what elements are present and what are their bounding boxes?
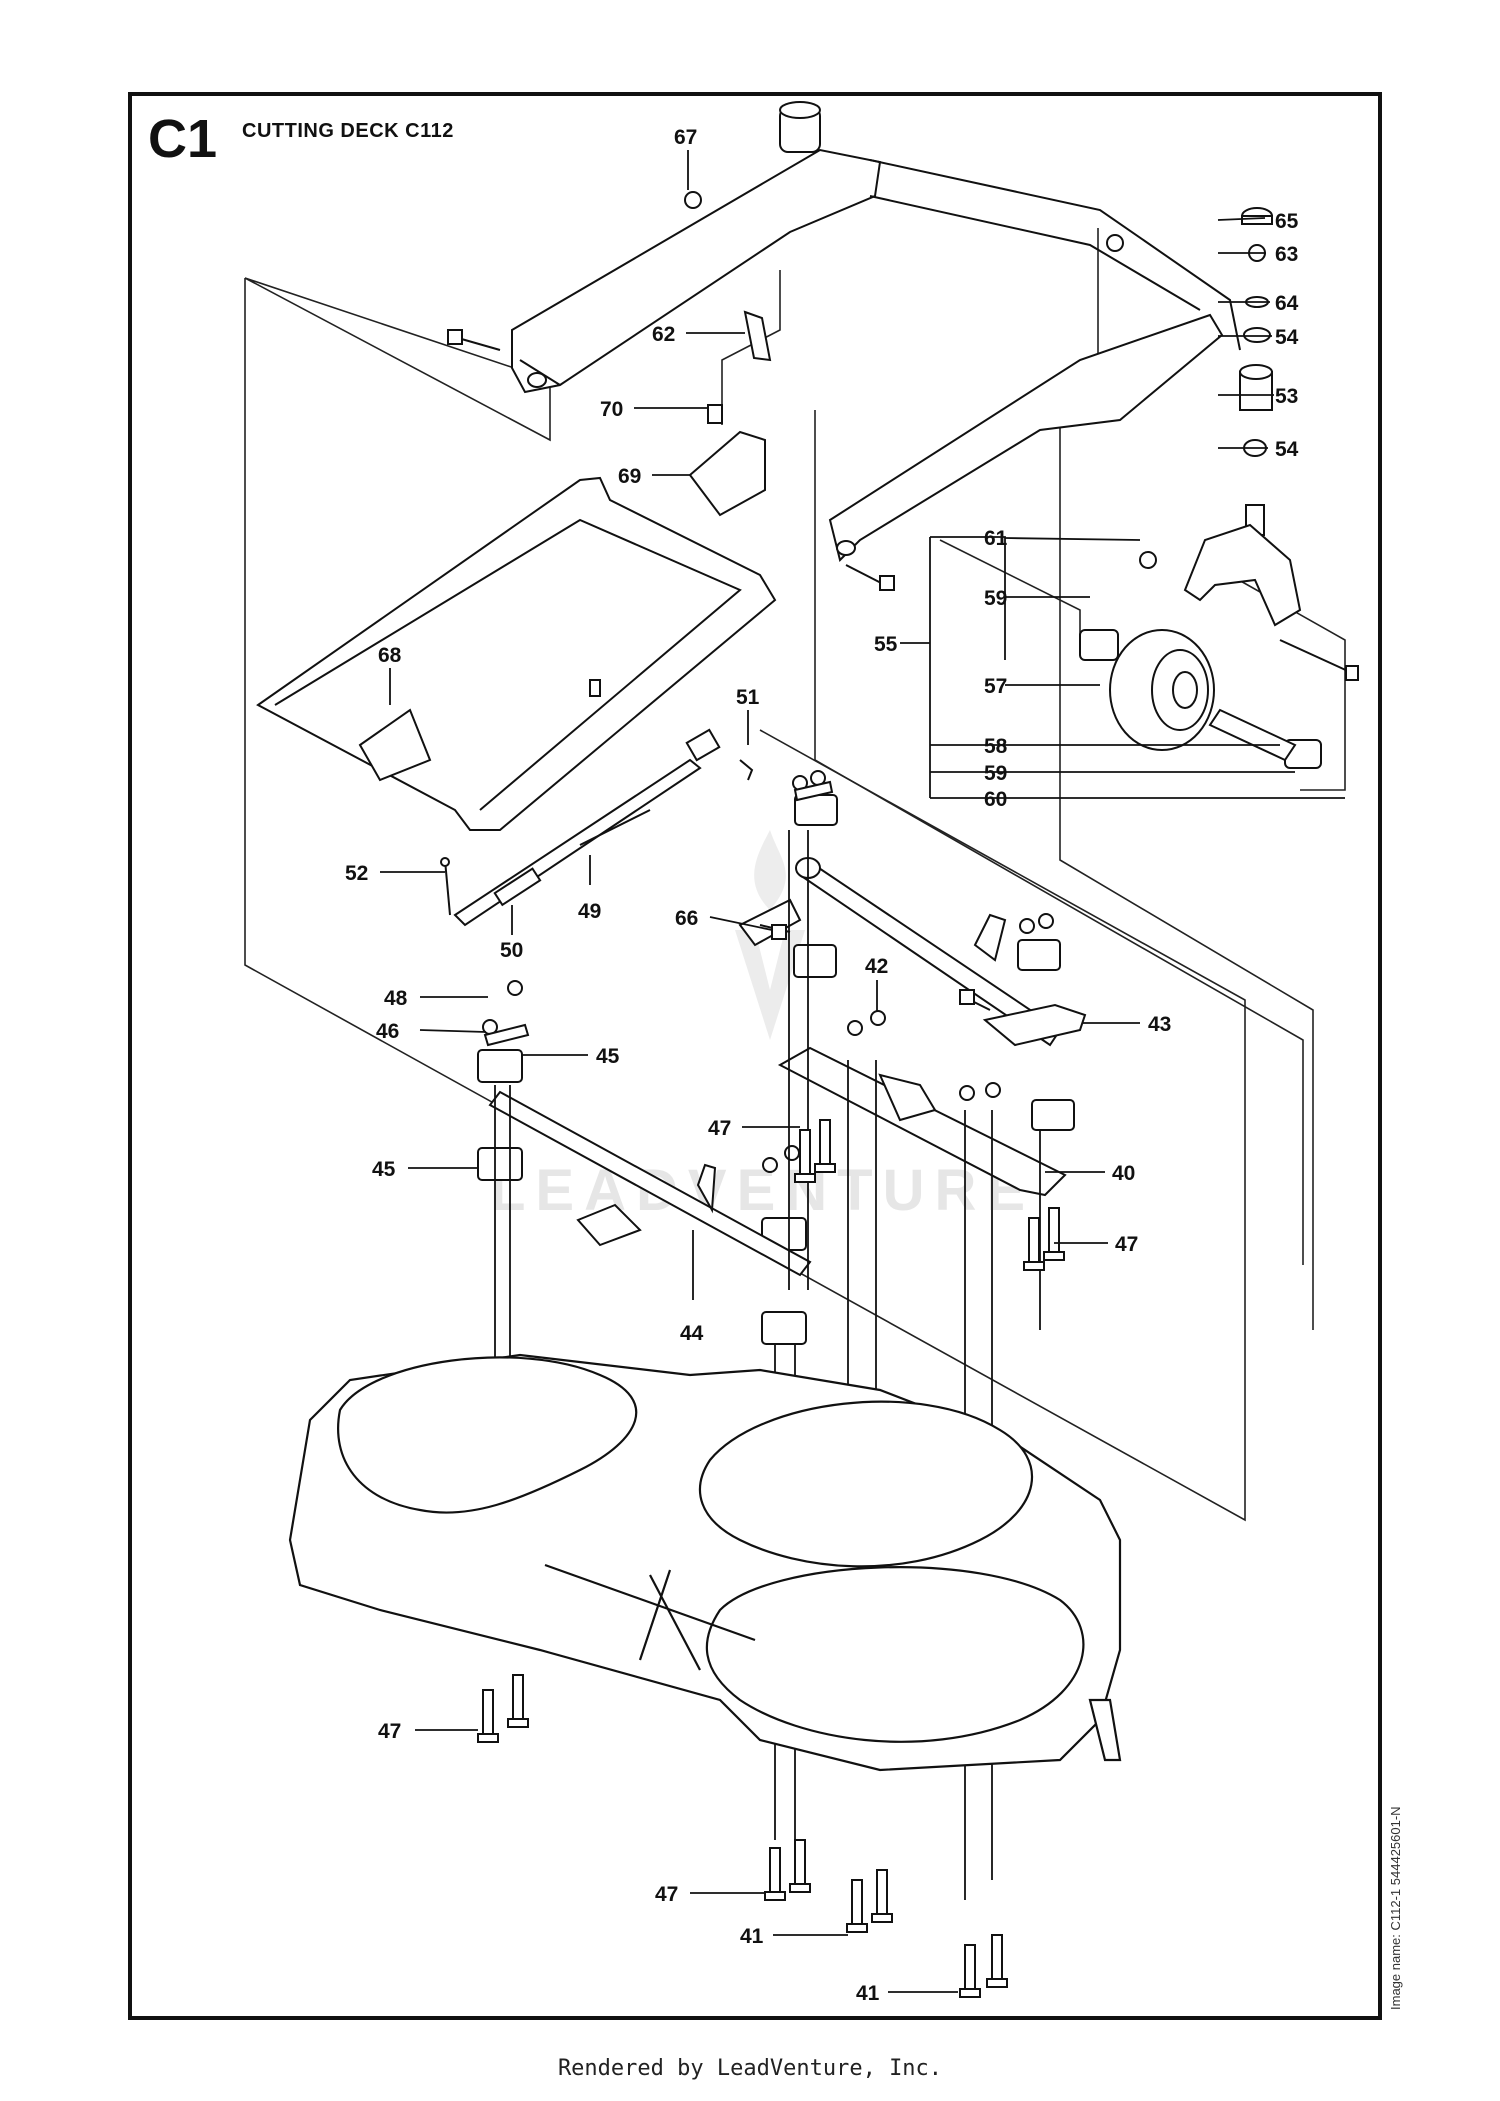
- callout-47-middle: 47: [708, 1117, 731, 1140]
- frame-guide-right: [1059, 228, 1314, 1330]
- section-title: CUTTING DECK C112: [242, 120, 454, 142]
- brackets-62-69-70: [688, 310, 772, 517]
- callout-46: 46: [376, 1020, 399, 1043]
- callout-70: 70: [600, 398, 623, 421]
- callout-63: 63: [1275, 243, 1298, 266]
- callout-61: 61: [984, 527, 1008, 550]
- image-name-label: Image name: C112-1 544425601-N: [1388, 1806, 1403, 2010]
- upper-bolts: [447, 191, 1124, 591]
- front-lower-axle: [488, 1090, 812, 1277]
- callout-40: 40: [1112, 1162, 1135, 1185]
- linkage-rods: [440, 728, 754, 927]
- wheel-assembly: [1079, 207, 1359, 769]
- wheel-group-bracket: [939, 539, 1101, 651]
- callout-44: 44: [680, 1322, 704, 1345]
- callout-49: 49: [578, 900, 601, 923]
- callout-67: 67: [674, 126, 697, 149]
- callout-59-lower: 59: [984, 762, 1007, 785]
- callout-50: 50: [500, 939, 523, 962]
- callout-65: 65: [1275, 210, 1299, 233]
- front-axle-assembly: [738, 857, 1087, 1047]
- watermark-text: LEADVENTURE: [490, 1158, 1035, 1223]
- callout-58: 58: [984, 735, 1008, 758]
- callout-47-left: 47: [378, 1720, 401, 1743]
- callout-52: 52: [345, 862, 368, 885]
- deck-lift-frame: [256, 476, 777, 831]
- callout-41-upper: 41: [740, 1925, 764, 1948]
- callout-62: 62: [652, 323, 675, 346]
- footer-credit: Rendered by LeadVenture, Inc.: [557, 2056, 943, 2081]
- callout-66: 66: [675, 907, 698, 930]
- callout-54-lower: 54: [1275, 438, 1299, 461]
- frame-guide-mid: [814, 410, 1304, 1265]
- nuts-washers: [482, 770, 1054, 1173]
- callout-51: 51: [736, 686, 760, 709]
- callout-53: 53: [1275, 385, 1298, 408]
- callout-47-right: 47: [1115, 1233, 1138, 1256]
- callout-60: 60: [984, 788, 1007, 811]
- callout-labels: 67 65 63 64 54 53 54 62 70 69 61 59 55 5…: [345, 126, 1299, 2005]
- callout-55: 55: [874, 633, 898, 656]
- deck-front-bracket: [777, 1046, 1067, 1197]
- lift-arm-left: [511, 101, 882, 394]
- leader-lines: [380, 150, 1345, 1993]
- bottom-bolts: [477, 1119, 1065, 1998]
- callout-45-upper: 45: [596, 1045, 620, 1068]
- watermark-logo: [735, 930, 805, 1040]
- cutting-deck-shell: [288, 1353, 1122, 1772]
- callout-68: 68: [378, 644, 402, 667]
- callout-47-bottom: 47: [655, 1883, 678, 1906]
- callout-64: 64: [1275, 292, 1299, 315]
- diagram-frame: [128, 92, 1382, 2020]
- lift-arm-right: [828, 313, 1224, 562]
- callout-59-upper: 59: [984, 587, 1007, 610]
- callout-42: 42: [865, 955, 888, 978]
- callout-69: 69: [618, 465, 641, 488]
- callout-43: 43: [1148, 1013, 1171, 1036]
- rear-cross-tube: [869, 159, 1241, 351]
- watermark-flame: [754, 830, 786, 910]
- callout-57: 57: [984, 675, 1007, 698]
- callout-48: 48: [384, 987, 408, 1010]
- callout-45-lower: 45: [372, 1158, 396, 1181]
- callout-41-lower: 41: [856, 1982, 880, 2005]
- watermark: LEADVENTURE: [490, 830, 1035, 1223]
- frame-guide-main: [244, 278, 1246, 1522]
- section-id: C1: [148, 109, 218, 169]
- frame-guide-left: [244, 277, 551, 442]
- callout-54-upper: 54: [1275, 326, 1299, 349]
